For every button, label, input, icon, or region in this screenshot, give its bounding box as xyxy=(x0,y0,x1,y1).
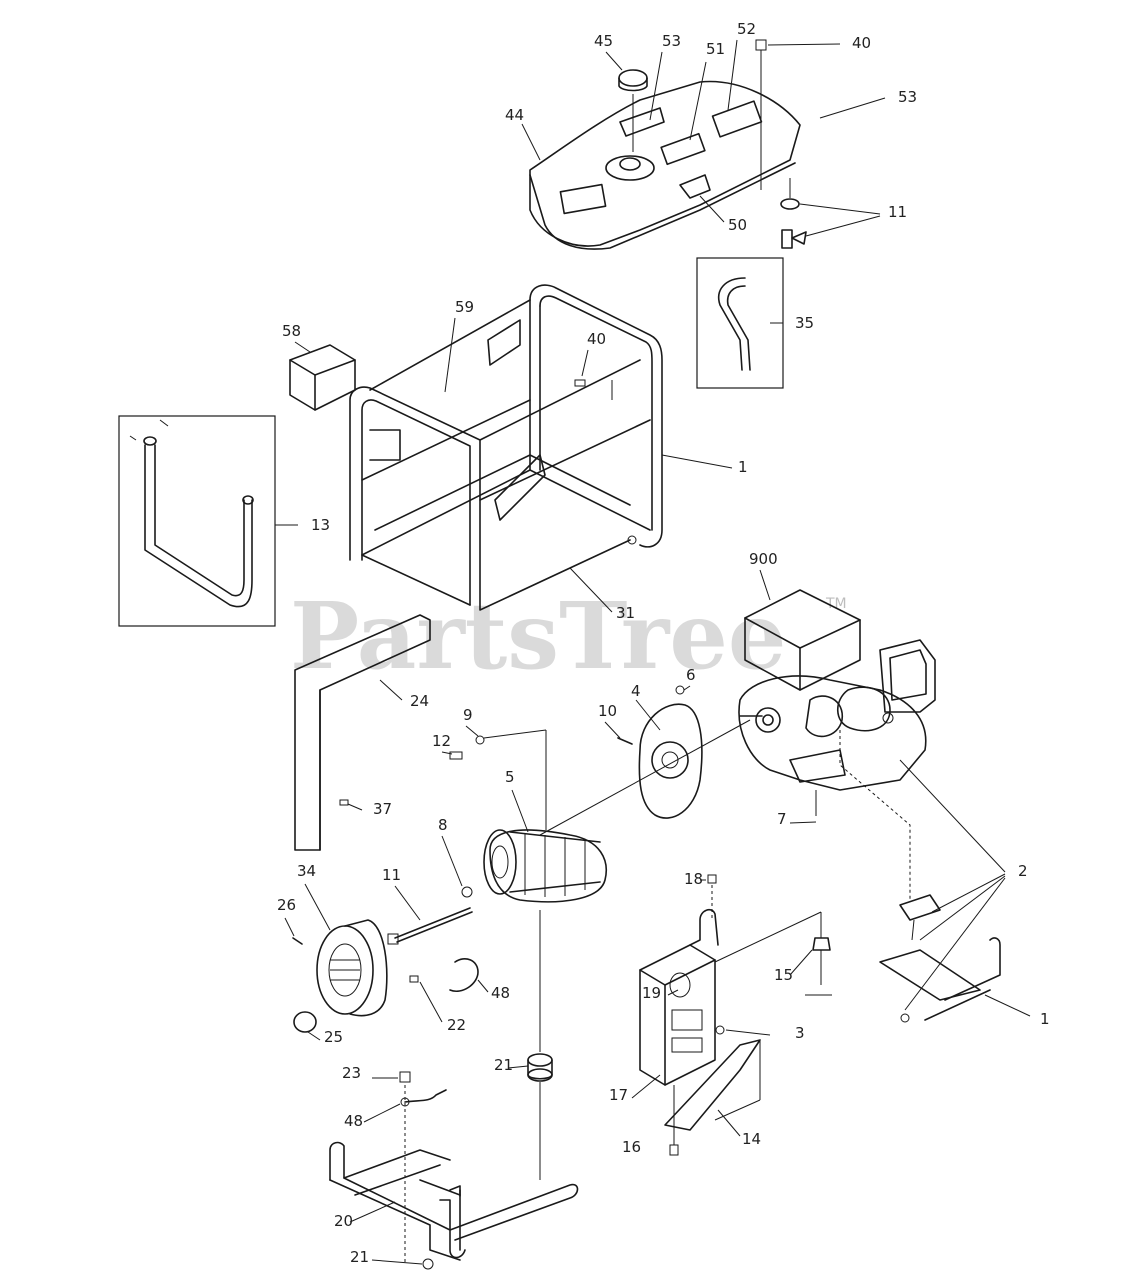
callout-8a: 8 xyxy=(438,816,448,834)
leader-7 xyxy=(789,821,817,824)
leader-44 xyxy=(521,123,541,161)
rear-bracket-24 xyxy=(294,614,431,851)
callout-22: 22 xyxy=(447,1016,466,1034)
bolt-23 xyxy=(363,1071,447,1270)
callout-9: 9 xyxy=(463,706,473,724)
muffler xyxy=(631,908,719,1099)
callout-3: 3 xyxy=(795,1024,805,1042)
callout-5: 5 xyxy=(505,768,515,786)
callout-26: 26 xyxy=(277,896,296,914)
callout-59: 59 xyxy=(455,298,474,316)
vibration-mount-21 xyxy=(507,910,553,1180)
callout-1a: 1 xyxy=(738,458,748,476)
callout-900: 900 xyxy=(749,550,778,568)
leader-31 xyxy=(569,567,613,613)
watermark-text: PartsTree xyxy=(290,582,786,690)
bolt-10 xyxy=(617,737,633,745)
callout-24: 24 xyxy=(410,692,429,710)
callout-52: 52 xyxy=(737,20,756,38)
leader-52 xyxy=(727,39,738,111)
callout-16: 16 xyxy=(622,1138,641,1156)
leader-50 xyxy=(699,195,725,223)
muffler-bolt-16 xyxy=(669,1085,679,1156)
leader-45a xyxy=(605,51,623,71)
leader-25 xyxy=(307,1031,321,1041)
callout-11b: 11 xyxy=(382,866,401,884)
fuel-valve xyxy=(780,178,881,249)
callout-25: 25 xyxy=(324,1028,343,1046)
callout-6: 6 xyxy=(686,666,696,684)
bolt-40b xyxy=(574,349,613,400)
leader-51 xyxy=(689,61,707,141)
muffler-guard-58 xyxy=(289,341,356,411)
callout-14: 14 xyxy=(742,1130,761,1148)
callout-17: 17 xyxy=(609,1086,628,1104)
callout-31: 31 xyxy=(616,604,635,622)
callout-15: 15 xyxy=(774,966,793,984)
callout-53b: 53 xyxy=(898,88,917,106)
callout-50: 50 xyxy=(728,216,747,234)
fuel-line-kit-box xyxy=(696,257,784,389)
callout-4: 4 xyxy=(631,682,641,700)
end-cover xyxy=(304,883,388,1017)
callout-7: 7 xyxy=(777,810,787,828)
leader-10 xyxy=(604,721,621,739)
callout-2: 2 xyxy=(1018,862,1028,880)
callout-44: 44 xyxy=(505,106,524,124)
base-frame-20 xyxy=(329,1141,579,1261)
washer-8 xyxy=(441,835,473,898)
muffler-bracket-14 xyxy=(664,1025,771,1137)
tank-bolt-40 xyxy=(755,39,841,190)
screw-26 xyxy=(284,917,303,945)
through-bolt-11 xyxy=(387,885,473,945)
muffler-screw-18 xyxy=(700,874,717,920)
callout-53a: 53 xyxy=(662,32,681,50)
callout-1b: 1 xyxy=(1040,1010,1050,1028)
callout-51: 51 xyxy=(706,40,725,58)
callout-19: 19 xyxy=(642,984,661,1002)
callout-40b: 40 xyxy=(587,330,606,348)
callout-58: 58 xyxy=(282,322,301,340)
callout-11a: 11 xyxy=(888,203,907,221)
callout-13: 13 xyxy=(311,516,330,534)
callout-34: 34 xyxy=(297,862,316,880)
callout-35: 35 xyxy=(795,314,814,332)
adapter-plate xyxy=(539,685,751,836)
leader-59 xyxy=(444,317,456,393)
leader-53b xyxy=(819,97,886,119)
callout-20: 20 xyxy=(334,1212,353,1230)
callout-40a: 40 xyxy=(852,34,871,52)
callout-48a: 48 xyxy=(491,984,510,1002)
callout-48b: 48 xyxy=(344,1112,363,1130)
callout-21b: 21 xyxy=(350,1248,369,1266)
fuel-tank xyxy=(529,80,801,250)
callout-10: 10 xyxy=(598,702,617,720)
fuel-cap xyxy=(618,69,648,152)
callout-21a: 21 xyxy=(494,1056,513,1074)
callout-12: 12 xyxy=(432,732,451,750)
stator xyxy=(483,730,607,903)
frame xyxy=(349,284,663,611)
engine-mount-and-rail xyxy=(839,730,1031,1023)
watermark-trademark: TM xyxy=(825,596,847,612)
screw-12-washer-9 xyxy=(441,725,547,760)
spark-arrester-15 xyxy=(714,911,832,996)
engine xyxy=(738,569,936,791)
callout-18: 18 xyxy=(684,870,703,888)
handle-kit-box xyxy=(118,415,298,627)
leader-1a xyxy=(661,454,733,469)
callout-45a: 45 xyxy=(594,32,613,50)
end-cap-25 xyxy=(293,1011,317,1033)
leader-53a xyxy=(649,51,663,121)
callout-37: 37 xyxy=(373,800,392,818)
callout-23: 23 xyxy=(342,1064,361,1082)
clamp-48 xyxy=(409,958,489,1023)
